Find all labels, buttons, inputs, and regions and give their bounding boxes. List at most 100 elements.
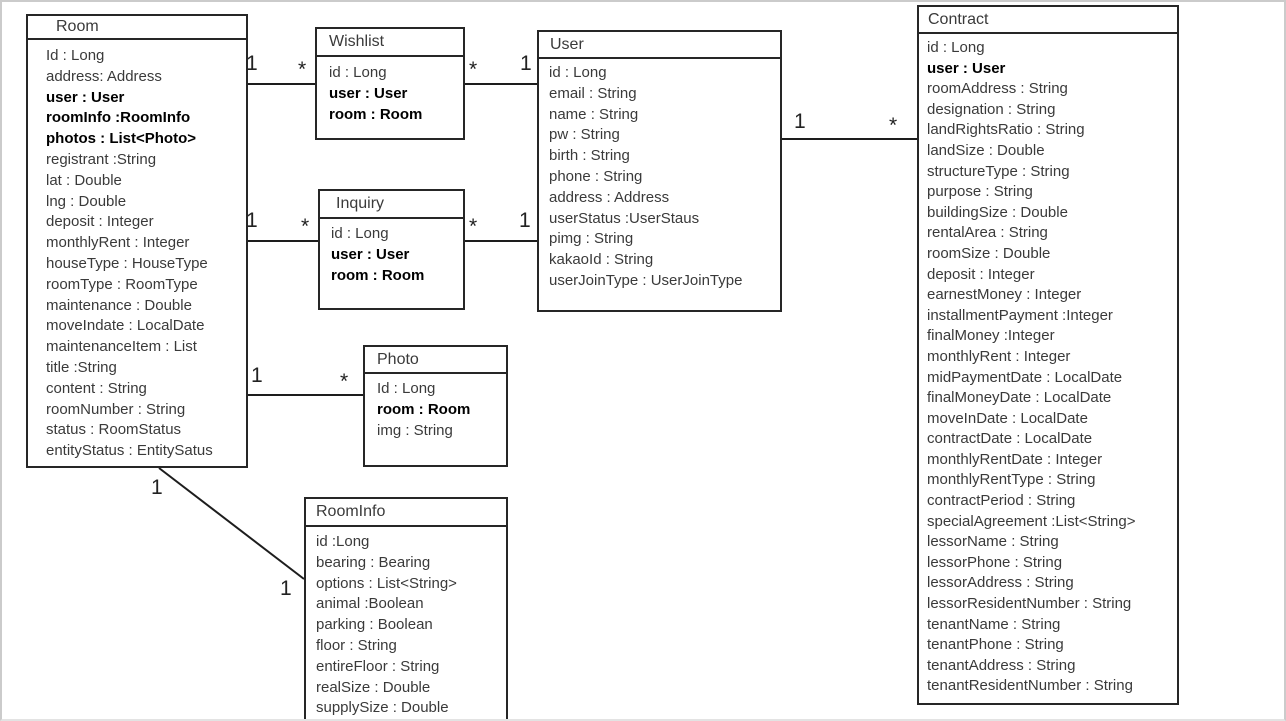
- multiplicity-room-roominfo-1b: 1: [280, 577, 292, 600]
- attribute-row: earnestMoney : Integer: [927, 286, 1082, 304]
- attribute-row: address: Address: [46, 67, 162, 85]
- attribute-row: entityStatus : EntitySatus: [46, 442, 213, 460]
- attribute-row: status : RoomStatus: [46, 421, 182, 439]
- attribute-row: contractDate : LocalDate: [927, 430, 1093, 448]
- attribute-row: tenantResidentNumber : String: [927, 677, 1133, 695]
- attribute-row: roomAddress : String: [927, 80, 1068, 98]
- attribute-row: moveInDate : LocalDate: [927, 409, 1088, 427]
- attribute-row: user : User: [46, 88, 125, 106]
- attribute-row: phone : String: [549, 167, 643, 185]
- attribute-row: finalMoney :Integer: [927, 327, 1055, 345]
- attribute-row: id : Long: [927, 39, 985, 56]
- attribute-row: supplySize : Double: [316, 699, 449, 717]
- attribute-row: realSize : Double: [316, 678, 431, 696]
- attribute-row: email : String: [549, 84, 637, 102]
- attribute-row: lessorAddress : String: [927, 574, 1074, 592]
- multiplicity-room-photo-1: 1: [251, 364, 263, 387]
- attribute-row: maintenanceItem : List: [46, 338, 197, 356]
- class-title-inquiry: Inquiry: [320, 191, 463, 219]
- attribute-row: finalMoneyDate : LocalDate: [927, 389, 1112, 407]
- attribute-row: pimg : String: [549, 230, 634, 248]
- class-box-contract[interactable]: Contract id : Long user : User roomAddress…: [917, 5, 1179, 705]
- attribute-row: title :String: [46, 358, 117, 376]
- multiplicity-room-inquiry-1: 1: [246, 209, 258, 232]
- multiplicity-room-photo-many: *: [340, 370, 349, 393]
- multiplicity-inquiry-user-1: 1: [519, 209, 531, 232]
- attribute-row: user : User: [927, 59, 1006, 77]
- class-title-user: User: [539, 32, 780, 59]
- attribute-row: floor : String: [316, 636, 397, 654]
- attribute-row: bearing : Bearing: [316, 553, 431, 571]
- attribute-row: options : List<String>: [316, 574, 457, 592]
- attribute-row: monthlyRent : Integer: [46, 234, 190, 252]
- attribute-row: houseType : HouseType: [46, 254, 208, 272]
- attribute-row: roomNumber : String: [46, 400, 186, 418]
- class-attributes-roominfo: id :Long bearing : Bearing options : List<…: [306, 527, 506, 719]
- attribute-row: deposit : Integer: [46, 213, 154, 231]
- class-box-roominfo[interactable]: RoomInfo id :Long bearing : Bearing option…: [304, 497, 508, 719]
- attribute-row: Id : Long: [377, 380, 436, 397]
- attribute-row: landSize : Double: [927, 141, 1045, 159]
- class-attributes-contract: id : Long user : User roomAddress : String…: [919, 34, 1177, 697]
- attribute-row: img : String: [377, 422, 453, 439]
- attribute-row: content : String: [46, 379, 147, 397]
- attribute-row: lng : Double: [46, 192, 127, 210]
- attribute-row: room : Room: [331, 267, 425, 284]
- attribute-row: animal :Boolean: [316, 595, 424, 613]
- multiplicity-user-contract-1: 1: [794, 110, 806, 133]
- attribute-row: address : Address: [549, 188, 670, 206]
- multiplicity-inquiry-user-many: *: [469, 215, 478, 238]
- attribute-row: id : Long: [331, 225, 389, 242]
- attribute-row: lessorResidentNumber : String: [927, 595, 1132, 613]
- attribute-row: userStatus :UserStaus: [549, 209, 700, 227]
- connector-room-roominfo: [158, 467, 305, 580]
- class-box-room[interactable]: Room Id : Long address: Address user : Use…: [26, 14, 248, 468]
- class-box-photo[interactable]: Photo Id : Long room : Room img : String: [363, 345, 508, 467]
- attribute-row: tenantPhone : String: [927, 636, 1064, 654]
- attribute-row: structureType : String: [927, 162, 1070, 180]
- class-attributes-room: Id : Long address: Address user : User room…: [28, 40, 246, 462]
- attribute-row: registrant :String: [46, 150, 157, 168]
- attribute-row: monthlyRentDate : Integer: [927, 450, 1103, 468]
- class-title-roominfo: RoomInfo: [306, 499, 506, 527]
- class-title-contract: Contract: [919, 7, 1177, 34]
- attribute-row: roomInfo :RoomInfo: [46, 109, 191, 127]
- multiplicity-room-wishlist-1: 1: [246, 52, 258, 75]
- multiplicity-wishlist-user-1: 1: [520, 52, 532, 75]
- attribute-row: Id : Long: [46, 47, 105, 64]
- attribute-row: buildingSize : Double: [927, 203, 1068, 221]
- attribute-row: designation : String: [927, 100, 1056, 118]
- class-title-room: Room: [28, 16, 246, 40]
- class-attributes-photo: Id : Long room : Room img : String: [365, 374, 506, 441]
- attribute-row: userJoinType : UserJoinType: [549, 271, 743, 289]
- class-box-inquiry[interactable]: Inquiry id : Long user : User room : Room: [318, 189, 465, 310]
- attribute-row: midPaymentDate : LocalDate: [927, 368, 1123, 386]
- attribute-row: kakaoId : String: [549, 251, 654, 269]
- attribute-row: maintenance : Double: [46, 296, 192, 314]
- attribute-row: installmentPayment :Integer: [927, 306, 1113, 324]
- attribute-row: lessorPhone : String: [927, 553, 1063, 571]
- class-title-photo: Photo: [365, 347, 506, 374]
- attribute-row: roomSize : Double: [927, 244, 1051, 262]
- class-title-wishlist: Wishlist: [317, 29, 463, 57]
- attribute-row: tenantAddress : String: [927, 656, 1076, 674]
- attribute-row: lessorName : String: [927, 533, 1059, 551]
- multiplicity-room-wishlist-many: *: [298, 58, 307, 81]
- multiplicity-user-contract-many: *: [889, 114, 898, 137]
- attribute-row: moveIndate : LocalDate: [46, 317, 205, 335]
- attribute-row: photos : List<Photo>: [46, 130, 196, 148]
- attribute-row: purpose : String: [927, 183, 1033, 201]
- attribute-row: name : String: [549, 105, 639, 123]
- attribute-row: id : Long: [329, 64, 387, 81]
- attribute-row: user : User: [331, 246, 410, 263]
- attribute-row: id :Long: [316, 533, 370, 550]
- attribute-row: room : Room: [377, 401, 471, 418]
- attribute-row: room : Room: [329, 106, 423, 123]
- attribute-row: contractPeriod : String: [927, 492, 1076, 510]
